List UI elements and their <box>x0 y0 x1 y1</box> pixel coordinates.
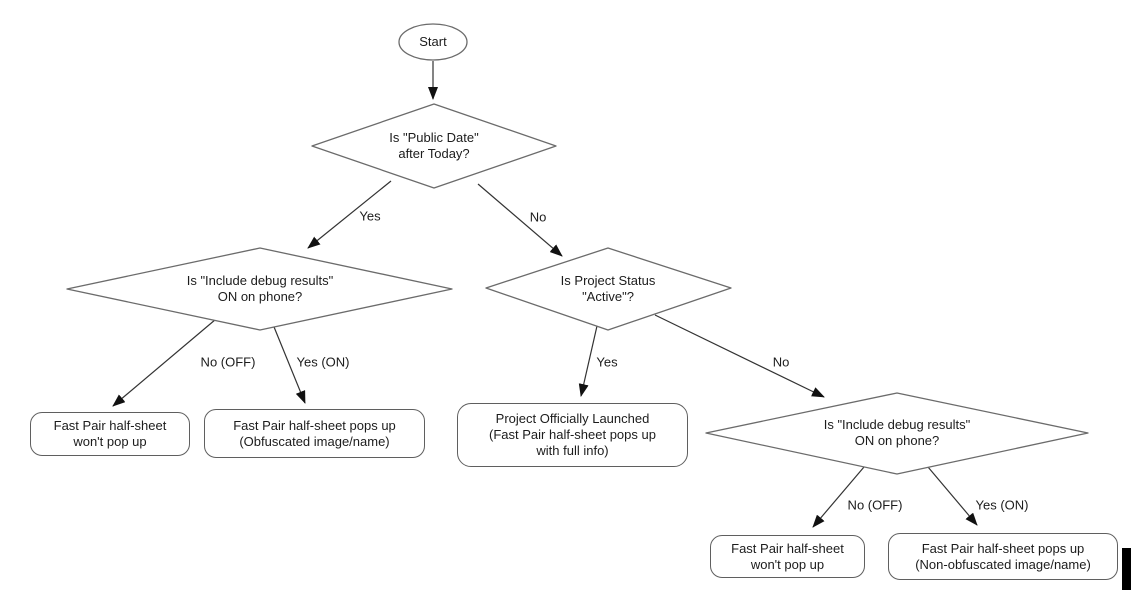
decision-debug-left-shape <box>66 247 453 331</box>
result-launched-line1: Project Officially Launched <box>495 411 650 426</box>
edge-label-d1-yes: Yes <box>359 208 381 224</box>
edge-label-d4-yes-on: Yes (ON) <box>975 497 1029 513</box>
text-cursor-artifact <box>1122 548 1131 590</box>
edge-label-d2-yes-on: Yes (ON) <box>296 354 350 370</box>
edge-label-d2-no-off: No (OFF) <box>200 354 256 370</box>
arrow-d4-no-off <box>812 466 865 528</box>
flow-arrows <box>112 61 978 528</box>
edge-label-d3-yes: Yes <box>596 354 618 370</box>
result-launched: Project Officially Launched (Fast Pair h… <box>457 403 688 467</box>
result-wont-popup-right-line1: Fast Pair half-sheet <box>731 540 844 556</box>
result-non-obfuscated-line2: (Non-obfuscated image/name) <box>915 556 1091 572</box>
result-non-obfuscated: Fast Pair half-sheet pops up (Non-obfusc… <box>888 533 1118 580</box>
result-non-obfuscated-line1: Fast Pair half-sheet pops up <box>921 540 1085 556</box>
arrow-d3-yes <box>578 325 598 397</box>
result-wont-popup-left-line2: won't pop up <box>73 434 147 449</box>
start-terminator-shape <box>398 23 468 61</box>
decision-public-date-shape <box>311 103 557 189</box>
result-wont-popup-right: Fast Pair half-sheet won't pop up <box>710 535 865 578</box>
result-obfuscated-line1: Fast Pair half-sheet pops up <box>233 417 396 433</box>
result-launched-line2: (Fast Pair half-sheet pops up <box>489 427 656 442</box>
arrow-d2-yes-on <box>271 321 306 404</box>
edge-label-d1-no: No <box>529 209 547 225</box>
edge-label-d3-no: No <box>772 354 790 370</box>
arrow-d2-no-off <box>112 313 223 407</box>
arrow-d4-yes-on <box>927 466 978 526</box>
arrow-d1-yes <box>307 180 392 249</box>
flow-shapes <box>66 23 1089 475</box>
arrow-d3-no <box>654 314 825 398</box>
result-wont-popup-left: Fast Pair half-sheet won't pop up <box>30 412 190 456</box>
result-obfuscated: Fast Pair half-sheet pops up (Obfuscated… <box>204 409 425 458</box>
result-wont-popup-right-line2: won't pop up <box>750 556 825 572</box>
decision-debug-right-shape <box>705 392 1089 475</box>
result-wont-popup-left-line1: Fast Pair half-sheet <box>53 418 167 433</box>
decision-project-status-shape <box>485 247 732 331</box>
arrow-d1-no <box>477 183 563 257</box>
edge-label-d4-no-off: No (OFF) <box>847 497 903 513</box>
result-obfuscated-line2: (Obfuscated image/name) <box>239 433 390 449</box>
result-launched-line3: with full info) <box>536 443 609 458</box>
